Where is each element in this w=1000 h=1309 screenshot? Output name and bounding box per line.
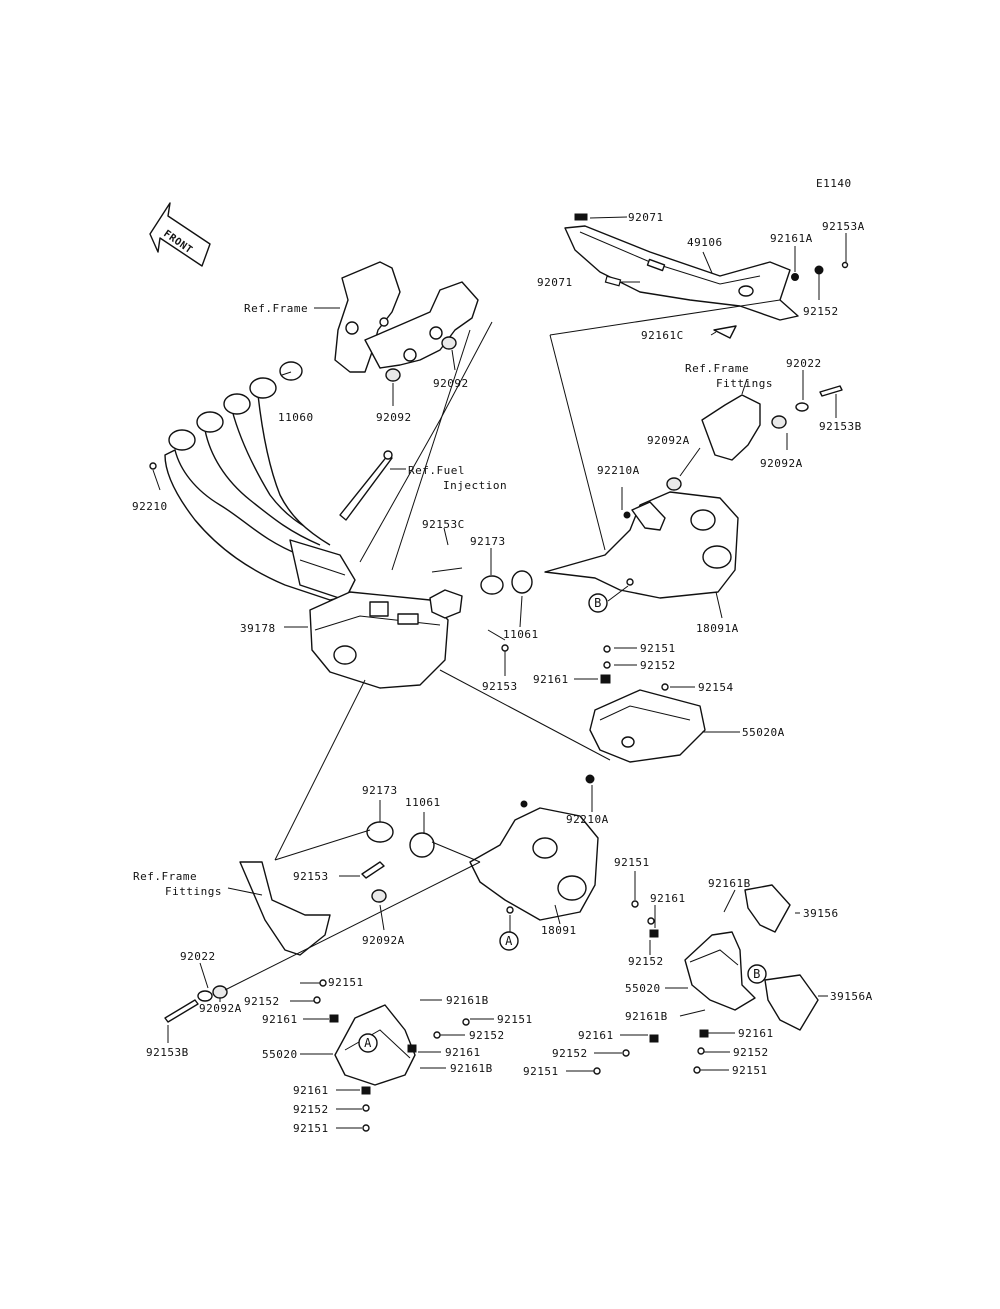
part-92151-c2: 92151 [523,1065,559,1078]
part-92161-l3: 92161 [293,1084,329,1097]
part-11061-top: 11061 [503,628,539,641]
part-92161B-c1: 92161B [708,877,751,890]
ref-frame-fittings-left-line2: Fittings [165,885,222,898]
part-92153A: 92153A [822,220,865,233]
part-92152-c2: 92152 [552,1047,588,1060]
part-92161A: 92161A [770,232,813,245]
part-18091A: 18091A [696,622,739,635]
part-11060: 11060 [278,411,314,424]
part-92092A-right-b: 92092A [760,457,803,470]
ref-fuel-injection-line2: Injection [443,479,507,492]
ref-letter-a-guard: A [364,1036,372,1050]
part-92161-l2: 92161 [445,1046,481,1059]
part-92151-l3: 92151 [293,1122,329,1135]
part-92210A-low: 92210A [566,813,609,826]
part-92173-top: 92173 [470,535,506,548]
part-49106: 49106 [687,236,723,249]
part-92071-top: 92071 [628,211,664,224]
part-18091: 18091 [541,924,577,937]
muffler-cover-49106 [564,213,849,339]
ref-frame-fittings-right-line1: Ref.Frame [685,362,749,375]
part-92161-l1: 92161 [262,1013,298,1026]
part-92161-r1: 92161 [533,673,569,686]
part-92153B-left: 92153B [146,1046,189,1059]
ref-frame-label: Ref.Frame [244,302,308,315]
exhaust-header-pipes [149,361,393,601]
part-92071-mid: 92071 [537,276,573,289]
part-92152-top: 92152 [803,305,839,318]
part-92161-c1: 92161 [650,892,686,905]
heat-guard-55020-right [593,884,819,1075]
part-92022-left: 92022 [180,950,216,963]
part-92151-l2: 92151 [497,1013,533,1026]
ref-frame-fittings-right-line2: Fittings [716,377,773,390]
part-92152-l2: 92152 [469,1029,505,1042]
muffler-18091A [544,491,739,599]
part-11061-low: 11061 [405,796,441,809]
part-92210: 92210 [132,500,168,513]
part-92092A-left: 92092A [199,1002,242,1015]
part-55020-right: 55020 [625,982,661,995]
part-92161-c2: 92161 [578,1029,614,1042]
part-92092A-right-a: 92092A [647,434,690,447]
reference-callouts: B A A B [358,593,767,1053]
heat-guard-55020A [589,645,706,763]
part-92092A-low: 92092A [362,934,405,947]
part-92154: 92154 [698,681,734,694]
part-55020-left: 55020 [262,1048,298,1061]
lower-clamp-sleeve [361,774,595,903]
part-92153C: 92153C [422,518,465,531]
part-92161-c3: 92161 [738,1027,774,1040]
part-92153B-right: 92153B [819,420,862,433]
ref-frame-bracket [334,261,479,382]
front-arrow: FRONT [149,202,211,267]
ref-frame-fittings-left-line1: Ref.Frame [133,870,197,883]
ref-letter-a-lower: A [505,934,513,948]
clamp-sleeve-mid [429,570,533,652]
leader-lines [152,216,847,1129]
part-39156A: 39156A [830,990,873,1003]
part-39178: 39178 [240,622,276,635]
part-92092-b: 92092 [376,411,412,424]
part-92152-c3: 92152 [733,1046,769,1059]
part-92151-c1: 92151 [614,856,650,869]
pre-chamber-39178 [309,567,463,689]
ref-fuel-injection-line1: Ref.Fuel [408,464,465,477]
frame-fitting-right [666,385,843,491]
part-92022-right: 92022 [786,357,822,370]
part-92151-r1: 92151 [640,642,676,655]
part-92151-l1: 92151 [328,976,364,989]
part-92153-mid: 92153 [482,680,518,693]
part-92092-a: 92092 [433,377,469,390]
part-92152-r1: 92152 [640,659,676,672]
part-92152-l3: 92152 [293,1103,329,1116]
frame-fitting-left [164,861,331,1023]
part-55020A: 55020A [742,726,785,739]
part-92153-low: 92153 [293,870,329,883]
part-92151-c3: 92151 [732,1064,768,1077]
part-92210A-top: 92210A [597,464,640,477]
diagram-id: E1140 [816,177,852,190]
part-92161C: 92161C [641,329,684,342]
part-92173-low: 92173 [362,784,398,797]
part-92161B-l2: 92161B [450,1062,493,1075]
muffler-18091 [469,800,599,921]
part-39156: 39156 [803,907,839,920]
labels: E1140 Ref.Frame Ref.Frame Fittings Ref.F… [132,177,873,1135]
part-92161B-l1: 92161B [446,994,489,1007]
part-92152-c1: 92152 [628,955,664,968]
ref-letter-b-upper: B [594,596,602,610]
part-92152-l1: 92152 [244,995,280,1008]
part-92161B-c2: 92161B [625,1010,668,1023]
ref-letter-b-guard: B [753,967,761,981]
